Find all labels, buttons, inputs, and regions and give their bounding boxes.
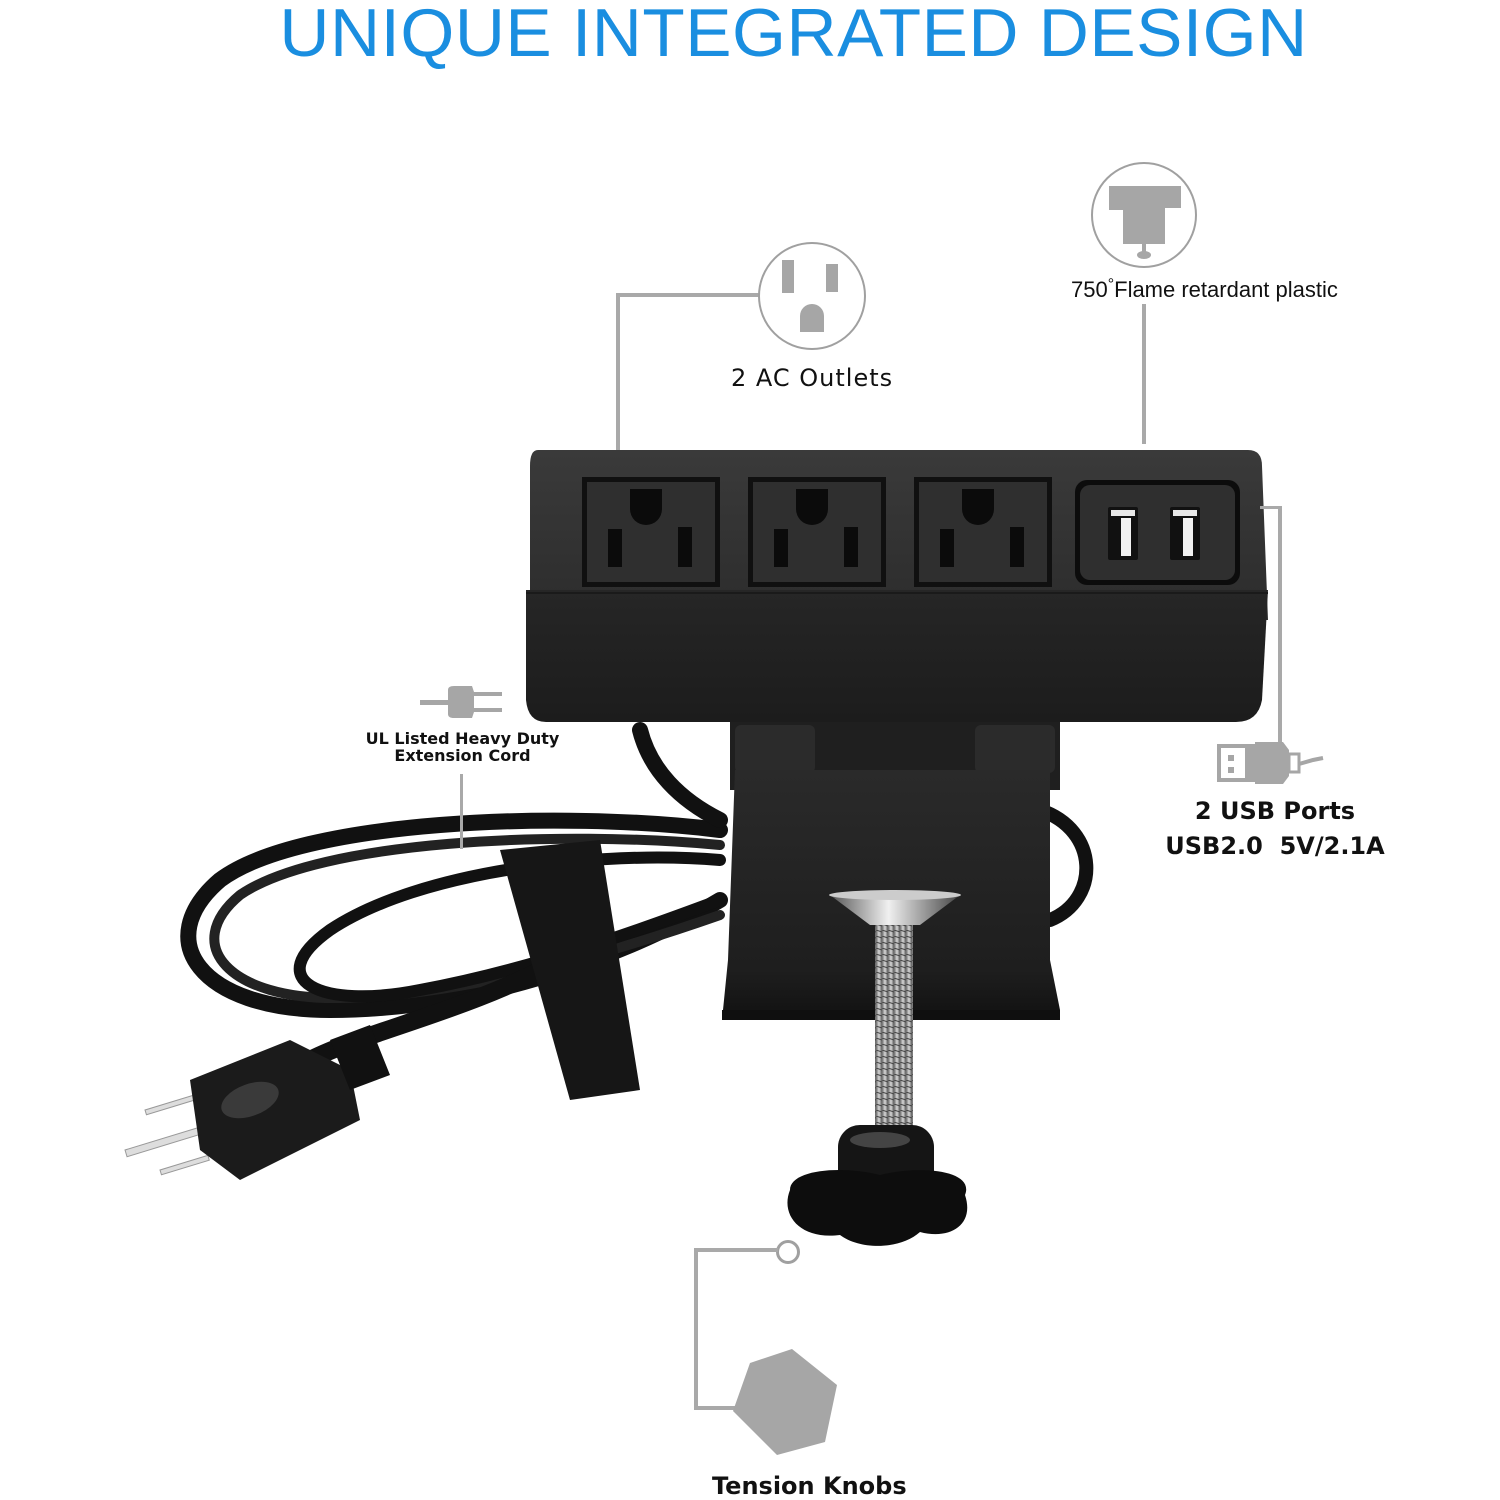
flame-label-text: Flame retardant plastic: [1114, 277, 1338, 302]
usb-connector-icon: [1217, 742, 1324, 784]
connector-line-knob-top: [694, 1248, 778, 1252]
usb-ports-label-line2: USB2.0 5V/2.1A: [1165, 832, 1385, 860]
hexagon-icon: [733, 1349, 837, 1455]
ac-outlet-3: [914, 477, 1052, 587]
outlet-icon: [758, 242, 866, 350]
connector-line-usb-vertical: [1278, 506, 1282, 746]
connector-line-ac-vertical: [616, 293, 620, 450]
usb-ports-label-line1: 2 USB Ports: [1194, 797, 1356, 825]
usb-module: [1075, 480, 1240, 585]
page-title: UNIQUE INTEGRATED DESIGN: [279, 0, 1308, 71]
connector-line-knob-vertical: [694, 1248, 698, 1410]
connector-line-cord: [460, 774, 463, 849]
usb-port-2: [1170, 507, 1200, 560]
flame-retardant-label: 750°Flame retardant plastic: [1071, 276, 1338, 303]
extension-cord-label: UL Listed Heavy Duty Extension Cord: [340, 730, 585, 764]
degree-sign: °: [1107, 276, 1115, 293]
ac-outlet-2: [748, 477, 886, 587]
velcro-strap: [500, 840, 640, 1100]
plug-icon: [420, 686, 502, 718]
ac-outlets-label: 2 AC Outlets: [731, 364, 894, 392]
flame-temp-number: 750: [1071, 277, 1108, 302]
t-shape-icon: [1091, 162, 1197, 268]
connector-line-ac-horizontal: [616, 293, 760, 297]
desk-clamp: [722, 720, 1060, 1246]
connector-line-usb-horizontal: [1260, 506, 1282, 509]
usb-port-1: [1108, 507, 1138, 560]
extension-cord-label-line1: UL Listed Heavy Duty: [365, 729, 560, 748]
usb-ports-label: 2 USB Ports USB2.0 5V/2.1A: [1150, 794, 1400, 864]
extension-cord-label-line2: Extension Cord: [394, 746, 531, 765]
connector-endpoint-circle: [776, 1240, 800, 1264]
ac-outlet-1: [582, 477, 720, 587]
tension-knobs-label: Tension Knobs: [712, 1472, 907, 1500]
plug: [124, 1025, 390, 1180]
connector-line-flame: [1142, 304, 1146, 444]
connector-line-knob-bottom: [694, 1406, 740, 1410]
